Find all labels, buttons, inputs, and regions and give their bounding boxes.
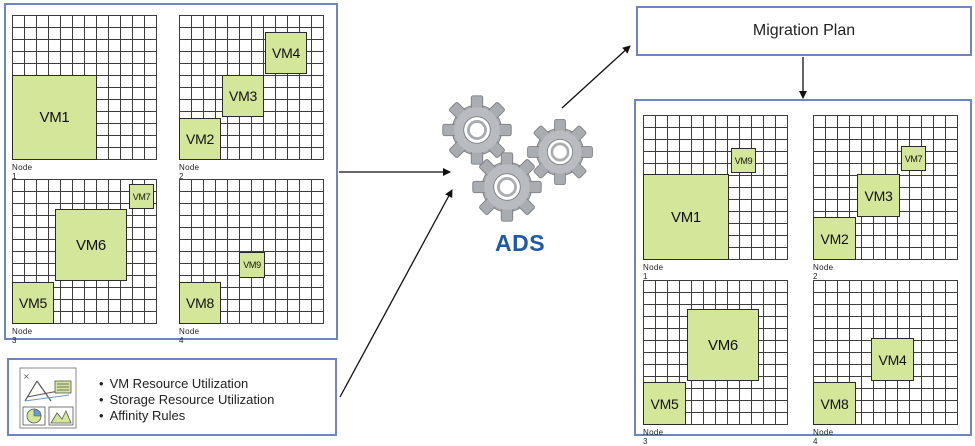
vm1-block: VM1 xyxy=(643,174,729,260)
vm-label: VM5 xyxy=(650,395,679,412)
vm-label: VM6 xyxy=(708,336,738,354)
vm-label: VM4 xyxy=(878,351,907,368)
list-item: Storage Resource Utilization xyxy=(99,392,275,408)
svg-text:×: × xyxy=(23,372,30,381)
vm-label: VM1 xyxy=(671,208,701,226)
gears-icon xyxy=(441,94,594,223)
vm5-block: VM5 xyxy=(643,382,686,425)
migration-plan-label: Migration Plan xyxy=(752,22,856,39)
vm-label: VM9 xyxy=(243,260,261,270)
ads-label: ADS xyxy=(494,230,546,256)
vm-label: VM3 xyxy=(864,187,893,204)
list-item: Affinity Rules xyxy=(99,408,274,424)
input-metrics-list: VM Resource Utilization Storage Resource… xyxy=(99,376,275,424)
analytics-icon: × xyxy=(19,367,77,429)
vm8-block: VM8 xyxy=(813,382,856,425)
vm7-block: VM7 xyxy=(129,184,154,209)
vm-label: VM3 xyxy=(229,88,257,104)
vm3-block: VM3 xyxy=(222,75,264,117)
arrow-ads-to-plan xyxy=(561,45,631,109)
current-placement-panel: VM1 Node 1 VM2 VM3 VM4 Node 2 VM5 VM6 VM… xyxy=(4,3,338,345)
input-metrics-box: × VM Resource Utilization Storage Resour… xyxy=(7,358,337,436)
list-item: VM Resource Utilization xyxy=(99,376,274,392)
vm-label: VM4 xyxy=(272,45,300,61)
vm-label: VM1 xyxy=(39,109,70,126)
vm-label: VM2 xyxy=(186,131,214,147)
vm-label: VM9 xyxy=(734,155,753,166)
node-label: Node 2 xyxy=(813,263,834,281)
vm-label: VM8 xyxy=(186,295,214,311)
node-label: Node 4 xyxy=(179,327,200,345)
vm-label: VM7 xyxy=(132,191,151,202)
node-label: Node 2 xyxy=(179,163,200,181)
optimized-placement-panel: VM1 VM9 Node 1 VM2 VM3 VM7 Node 2 VM5 VM… xyxy=(634,99,972,446)
vm6-block: VM6 xyxy=(55,209,127,281)
arrow-metrics-to-ads xyxy=(339,189,453,398)
node-label: Node 1 xyxy=(643,263,664,281)
vm2-block: VM2 xyxy=(179,118,221,160)
node-grid xyxy=(179,179,324,324)
vm5-block: VM5 xyxy=(12,282,54,324)
vm-label: VM7 xyxy=(904,153,923,164)
vm2-block: VM2 xyxy=(813,217,856,260)
vm4-block: VM4 xyxy=(265,32,307,74)
node-label: Node 3 xyxy=(12,327,33,345)
vm-label: VM2 xyxy=(820,230,849,247)
vm3-block: VM3 xyxy=(857,174,900,217)
migration-plan-box: Migration Plan xyxy=(636,6,972,56)
vm6-block: VM6 xyxy=(687,309,759,381)
vm9-block: VM9 xyxy=(731,148,756,173)
vm1-block: VM1 xyxy=(12,75,97,160)
vm7-block: VM7 xyxy=(901,146,926,171)
vm9-block: VM9 xyxy=(239,252,265,278)
node-label: Node 4 xyxy=(813,428,834,446)
vm8-block: VM8 xyxy=(179,282,221,324)
vm-label: VM5 xyxy=(19,295,47,311)
vm-label: VM6 xyxy=(76,236,106,254)
vm4-block: VM4 xyxy=(871,338,914,381)
node-label: Node 3 xyxy=(643,428,664,446)
node-label: Node 1 xyxy=(12,163,33,181)
vm-label: VM8 xyxy=(820,395,849,412)
